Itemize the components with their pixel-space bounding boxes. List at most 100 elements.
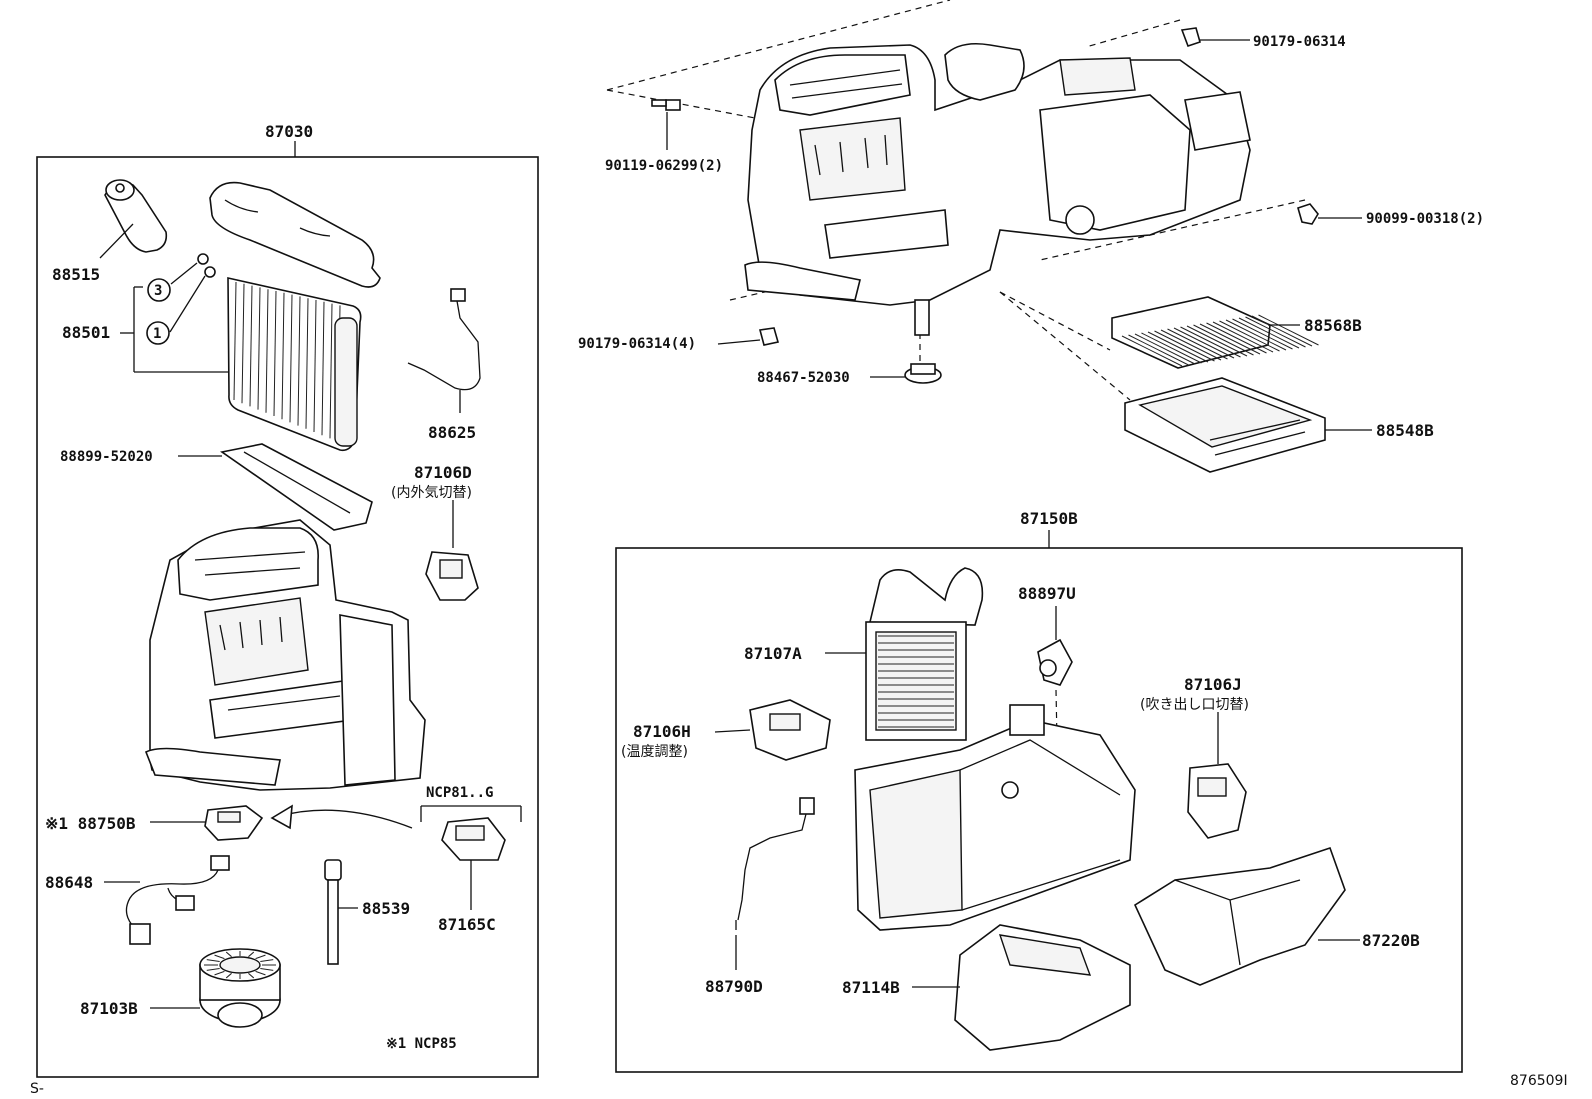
fin-line — [1160, 329, 1222, 361]
label-88790D: 88790D — [705, 977, 763, 996]
ncp81-arrowhead — [270, 804, 293, 830]
fin-line — [248, 972, 255, 979]
part-87107A-heater-core — [825, 567, 984, 741]
fin-line — [1225, 319, 1287, 351]
group-87150B-code: 87150B — [1020, 509, 1078, 528]
fin-line — [297, 296, 301, 426]
label-88539: 88539 — [362, 899, 410, 918]
fin-line — [1199, 323, 1261, 355]
part-88515-sensor — [99, 179, 168, 259]
fin-line — [260, 967, 274, 971]
part-87106J-servo — [1187, 712, 1247, 839]
fin-line — [1173, 327, 1235, 359]
top-assembly — [606, 0, 1306, 401]
fin-line — [225, 972, 232, 979]
fin-line — [233, 281, 237, 401]
fin-line — [1134, 333, 1196, 365]
part-88897U-valve — [1037, 606, 1073, 791]
fin-line — [265, 289, 269, 413]
fin-line — [257, 287, 261, 410]
fin-line — [249, 285, 253, 407]
ncp81-arrow — [279, 809, 413, 829]
fin-line — [1167, 328, 1228, 360]
fin-line — [260, 959, 274, 963]
fin-line — [206, 959, 220, 963]
note-87106H: (温度調整) — [621, 744, 688, 760]
label-87107A: 87107A — [744, 644, 802, 663]
label-ncp81: NCP81..G — [426, 785, 493, 801]
fin-line — [1180, 326, 1241, 358]
part-90179-06314-clip-a — [1180, 27, 1250, 48]
fin-line — [273, 290, 277, 417]
part-87103B-blower — [150, 948, 281, 1028]
fin-line — [281, 292, 285, 420]
fin-line — [1154, 330, 1215, 362]
callout-3: 3 — [154, 283, 162, 299]
label-90179-06314: 90179-06314 — [1253, 34, 1346, 50]
footer-left-code: S- — [30, 1081, 44, 1097]
fin-line — [225, 951, 232, 958]
note-ncp85: ※1 NCP85 — [386, 1036, 457, 1052]
part-87114B-duct — [912, 924, 1131, 1051]
fin-line — [214, 970, 225, 976]
label-88501: 88501 — [62, 323, 110, 342]
group-87150B-frame — [615, 547, 1463, 1073]
fin-line — [1147, 331, 1209, 363]
part-88501-evaporator — [209, 181, 381, 452]
label-87103B: 87103B — [80, 999, 138, 1018]
group-87030-code: 87030 — [265, 122, 313, 141]
label-87165C: 87165C — [438, 915, 496, 934]
fin-line — [1186, 325, 1248, 357]
label-87106D: 87106D — [414, 463, 472, 482]
fin-line — [1238, 317, 1300, 349]
label-88548B: 88548B — [1376, 421, 1434, 440]
label-88568B: 88568B — [1304, 316, 1362, 335]
label-90119-06299: 90119-06299(2) — [605, 158, 723, 174]
fin-line — [1141, 332, 1202, 364]
part-90179-06314-clip-b — [717, 327, 780, 346]
label-88648: 88648 — [45, 873, 93, 892]
part-88568B-filter — [1111, 296, 1319, 369]
fin-line — [1245, 316, 1306, 348]
fin-line — [313, 299, 317, 433]
fin-line — [1206, 322, 1267, 354]
fin-line — [1212, 321, 1274, 353]
fin-line — [1251, 315, 1313, 347]
label-88467-52030: 88467-52030 — [757, 370, 850, 386]
fin-line — [329, 303, 333, 439]
label-90099-00318: 90099-00318(2) — [1366, 211, 1484, 227]
label-88750B: ※1 88750B — [45, 814, 136, 833]
part-87106D-servo — [425, 500, 479, 601]
label-87114B: 87114B — [842, 978, 900, 997]
part-88648-harness — [104, 855, 230, 945]
label-88625: 88625 — [428, 423, 476, 442]
label-87106J: 87106J — [1184, 675, 1242, 694]
part-88548B-filter-case — [1124, 377, 1372, 473]
fin-line — [1219, 320, 1280, 352]
group-87030: 87030 88515 — [36, 122, 539, 1078]
label-90179-06314-4: 90179-06314(4) — [578, 336, 696, 352]
fin-line — [305, 298, 309, 429]
group-87030-frame — [36, 156, 539, 1078]
fin-line — [1128, 334, 1189, 366]
label-88897U: 88897U — [1018, 584, 1076, 603]
callout-1: 1 — [153, 326, 161, 342]
part-87165C-resistor — [420, 805, 522, 910]
part-88539-tube — [324, 859, 358, 965]
fin-line — [255, 970, 266, 976]
part-88467-52030-grommet — [870, 363, 942, 384]
label-87106H: 87106H — [633, 722, 691, 741]
part-87106H-servo — [714, 699, 831, 761]
fin-line — [1258, 314, 1319, 346]
part-heater-case — [854, 704, 1136, 931]
fin-line — [255, 954, 266, 960]
part-90119-06299-screw — [651, 99, 681, 150]
fin-line — [241, 283, 245, 404]
label-88515: 88515 — [52, 265, 100, 284]
fin-line — [1121, 335, 1183, 367]
part-90099-00318-screw — [1297, 203, 1362, 225]
footer-diagram-id: 876509I — [1510, 1073, 1568, 1089]
group-87150B: 87150B 87107A 88897U 87106H (温度調整) — [615, 509, 1463, 1073]
label-87220B: 87220B — [1362, 931, 1420, 950]
